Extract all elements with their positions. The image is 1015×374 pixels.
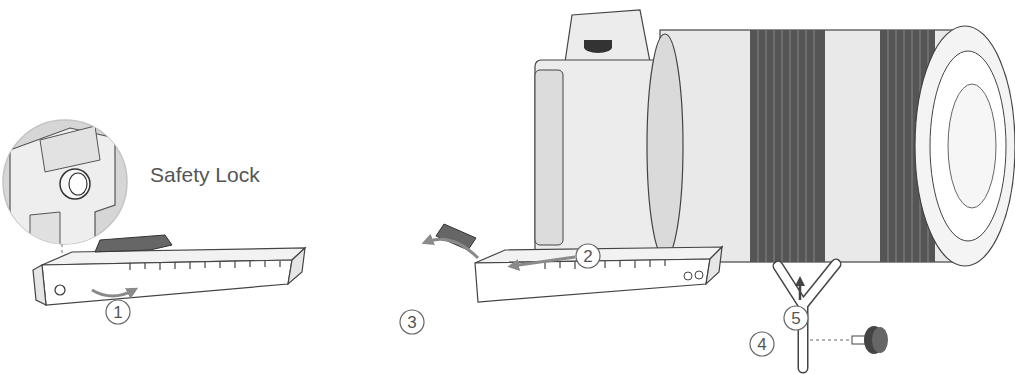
camera-grip xyxy=(535,70,563,245)
plate-end xyxy=(288,248,305,284)
ring-grip xyxy=(758,30,814,262)
plate-end xyxy=(33,265,46,305)
lever-detail xyxy=(40,126,100,172)
callout-circle xyxy=(750,332,774,356)
support-body xyxy=(778,264,836,368)
callout-circle xyxy=(106,300,130,324)
viewfinder xyxy=(565,10,650,62)
mode-dial xyxy=(584,41,612,53)
mode-dial xyxy=(584,40,612,48)
lens-mount xyxy=(647,34,683,258)
clamp-lever xyxy=(95,235,172,252)
callout-circle xyxy=(784,306,808,330)
lens xyxy=(647,26,1015,266)
lens-front xyxy=(915,26,1015,266)
quick-release-plate-left xyxy=(33,235,305,305)
leader-line xyxy=(810,340,852,341)
plate-screw xyxy=(695,271,703,279)
part-name: Safety Lock xyxy=(150,164,260,185)
camera-body xyxy=(535,60,660,255)
scale-ticks xyxy=(130,261,280,270)
lock-knob xyxy=(60,169,90,199)
callout-circle xyxy=(400,310,424,334)
plate-end xyxy=(706,247,722,284)
lock-knob-face xyxy=(69,173,87,195)
lens-glass xyxy=(930,51,1006,241)
callout-number: 4 xyxy=(757,336,766,353)
safety-lock-knob xyxy=(55,285,65,295)
scale-ticks xyxy=(545,260,665,269)
screw-shaft xyxy=(852,336,866,344)
screw-knob xyxy=(872,327,888,353)
clamp-lever xyxy=(436,224,476,250)
plate-front xyxy=(42,260,292,305)
slot-detail xyxy=(30,212,60,245)
callout-circles xyxy=(106,244,808,356)
zoom-ring xyxy=(750,30,825,262)
plate-screw xyxy=(684,272,692,280)
motion-arrow xyxy=(92,290,134,296)
motion-arrow xyxy=(799,280,802,300)
callout-number: 5 xyxy=(791,310,800,327)
motion-arrow xyxy=(426,239,478,258)
callout-number: 2 xyxy=(583,248,592,265)
lens-glass xyxy=(948,84,996,208)
motion-arrow xyxy=(512,257,575,266)
callout-number: 1 xyxy=(113,304,122,321)
camera xyxy=(535,10,660,262)
inset-detail xyxy=(10,126,115,250)
lens-support xyxy=(778,264,888,368)
callout-number: 3 xyxy=(407,314,416,331)
quick-release-plate-right xyxy=(426,224,722,302)
support-outline xyxy=(778,264,836,368)
callout-circle xyxy=(576,244,600,268)
